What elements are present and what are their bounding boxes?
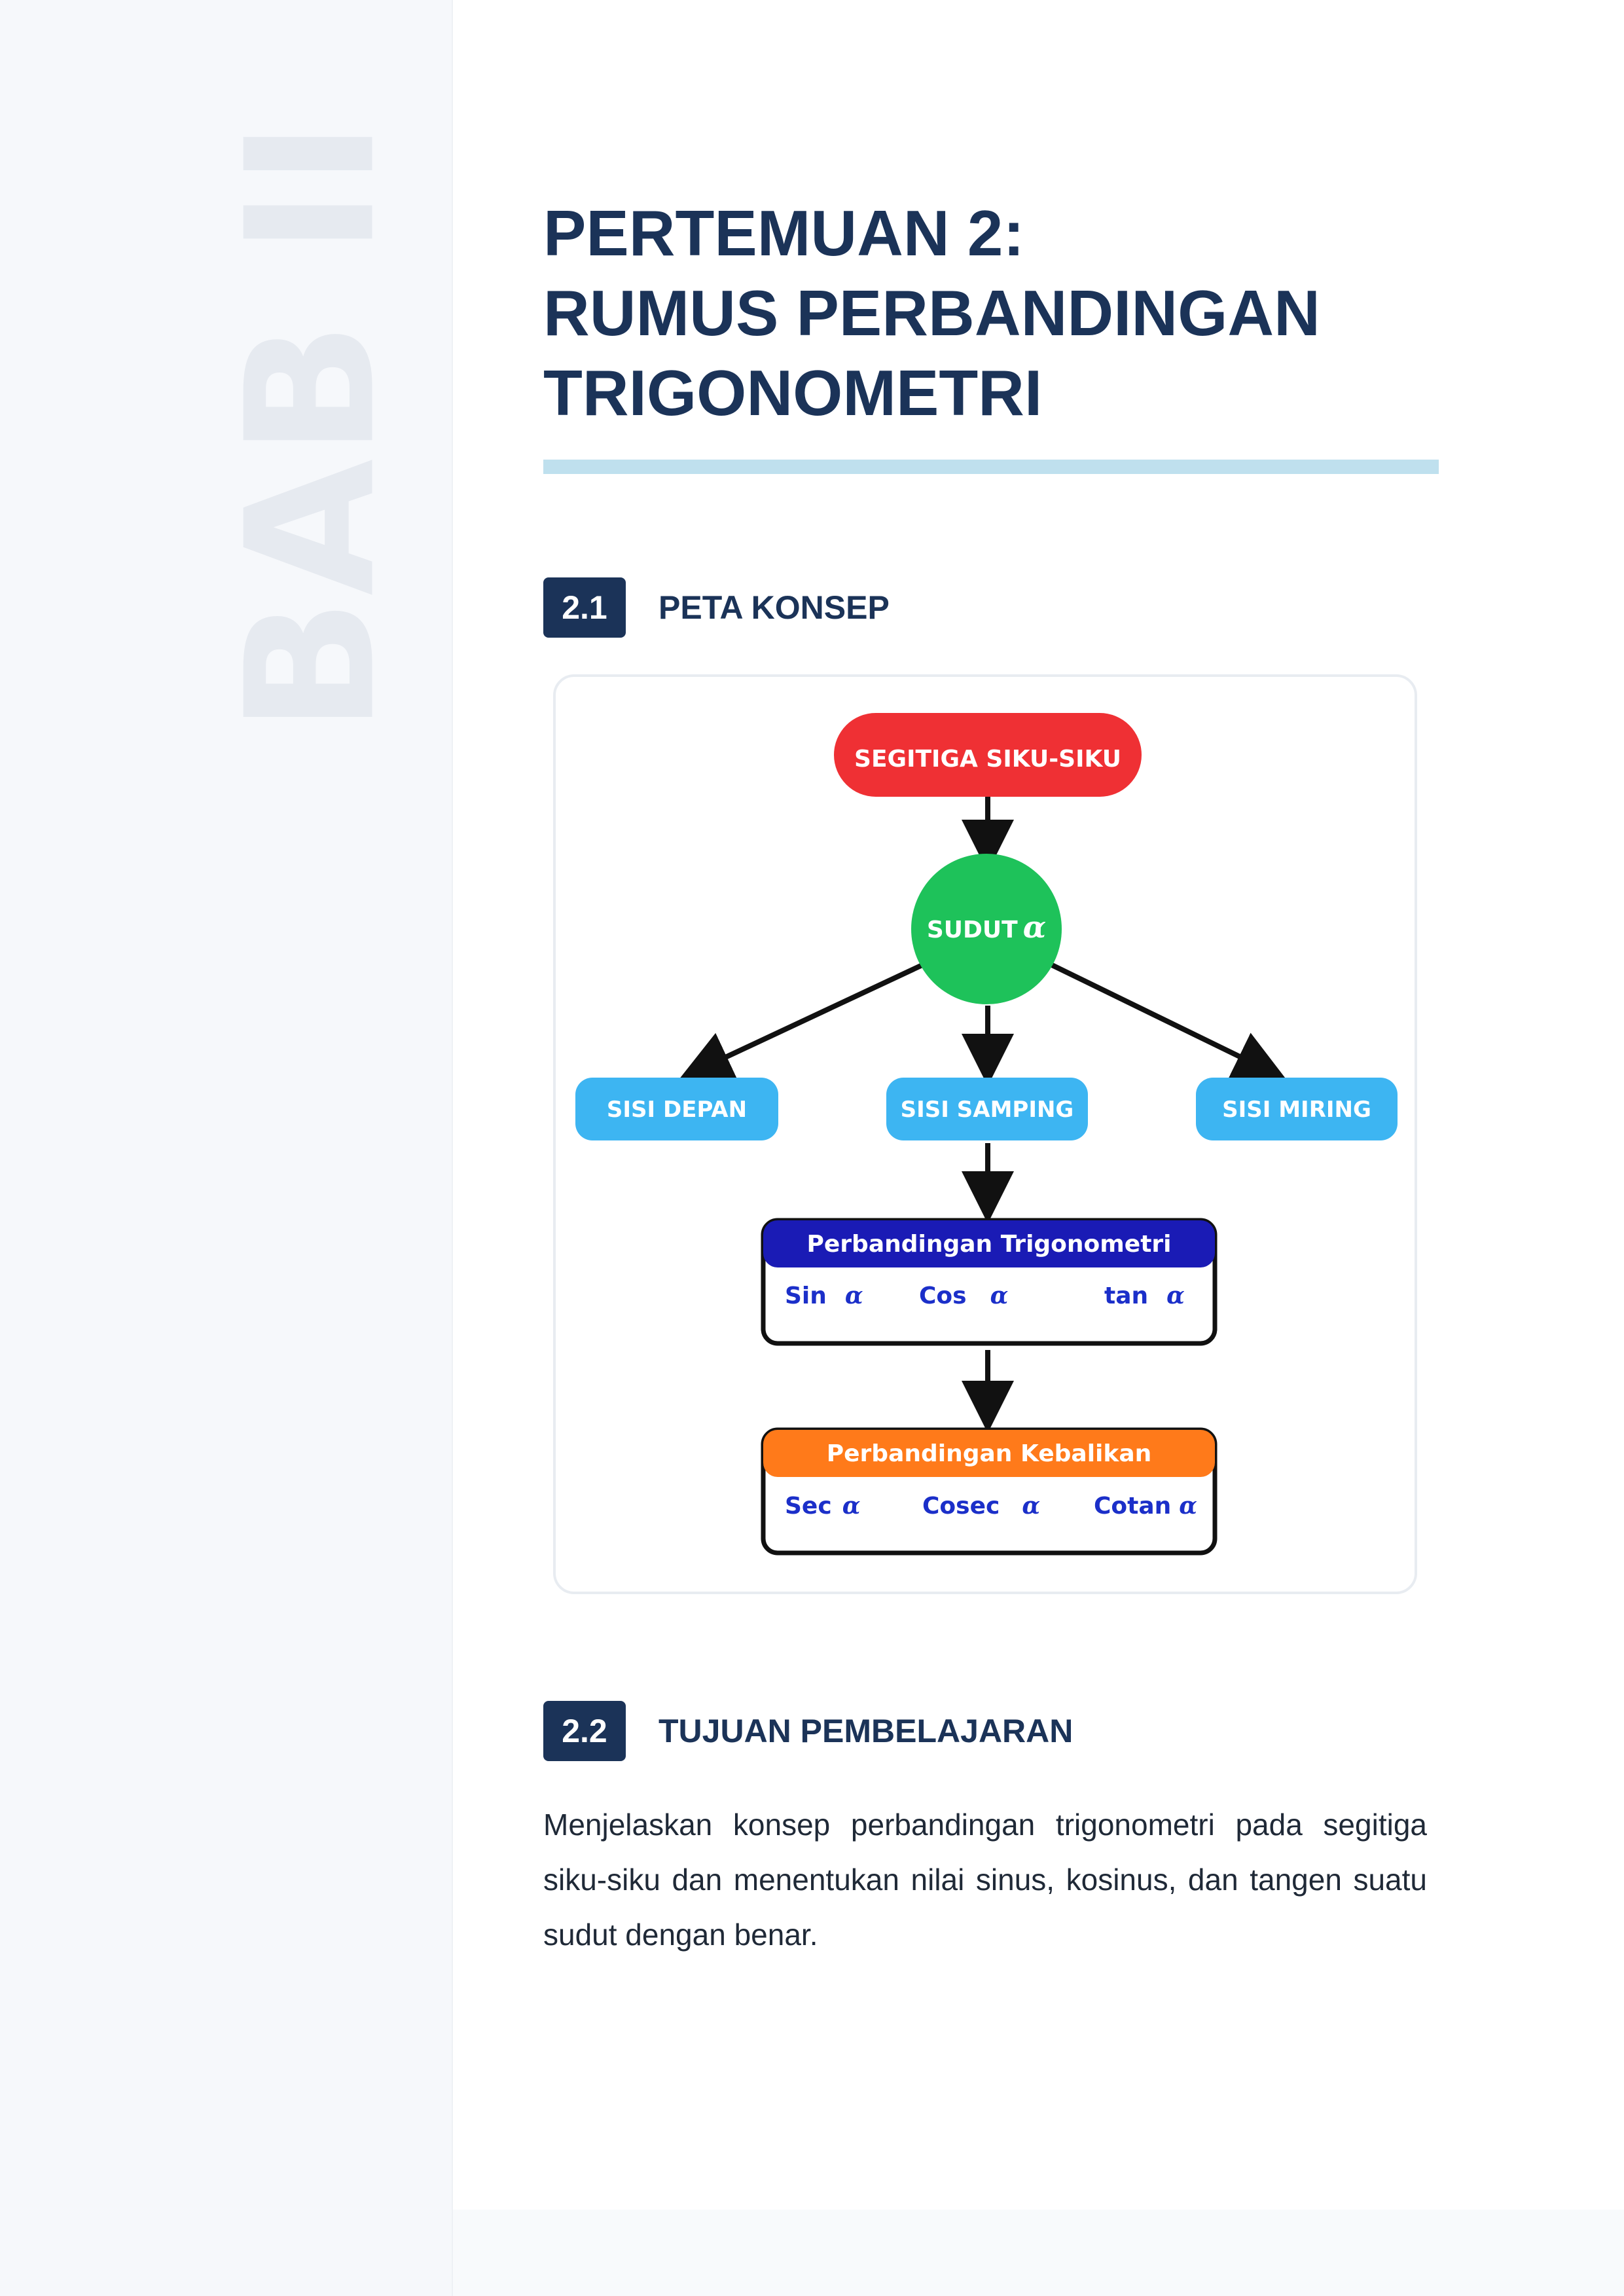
alpha-symbol: α (1023, 909, 1046, 945)
title-line-1: PERTEMUAN 2: (543, 197, 1025, 269)
side-node-depan-label: SISI DEPAN (607, 1097, 747, 1123)
arrow-angle-to-depan (679, 962, 924, 1081)
sidebar: BAB II (0, 0, 453, 2296)
section-number-badge: 2.2 (543, 1701, 626, 1761)
root-node (834, 713, 1142, 797)
side-node-samping (886, 1078, 1088, 1140)
angle-label-text: SUDUT (927, 917, 1018, 943)
side-node-depan (575, 1078, 778, 1140)
reciprocals-header (763, 1430, 1215, 1477)
title-line-3: TRIGONOMETRI (543, 357, 1043, 429)
side-node-miring (1196, 1078, 1398, 1140)
title-line-2: RUMUS PERBANDINGAN (543, 277, 1320, 349)
learning-objective-paragraph: Menjelaskan konsep perbandingan trigonom… (543, 1808, 1427, 1952)
arrow-angle-to-miring (1051, 962, 1286, 1080)
root-node-label: SEGITIGA SIKU-SIKU (854, 746, 1121, 773)
side-node-miring-label: SISI MIRING (1222, 1097, 1371, 1123)
ratios-header (763, 1220, 1215, 1267)
reciprocals-header-label: Perbandingan Kebalikan (827, 1440, 1152, 1467)
side-node-samping-label: SISI SAMPING (901, 1097, 1074, 1123)
title-underline (543, 460, 1439, 474)
section-number-badge: 2.1 (543, 577, 626, 638)
ratios-header-label: Perbandingan Trigonometri (807, 1231, 1172, 1258)
chapter-label: BAB II (208, 118, 414, 733)
section-title: TUJUAN PEMBELAJARAN (659, 1713, 1074, 1749)
section-title: PETA KONSEP (659, 589, 890, 626)
angle-node (911, 854, 1062, 1004)
footer-band (453, 2210, 1624, 2296)
page-title: PERTEMUAN 2: RUMUS PERBANDINGAN TRIGONOM… (543, 193, 1460, 433)
